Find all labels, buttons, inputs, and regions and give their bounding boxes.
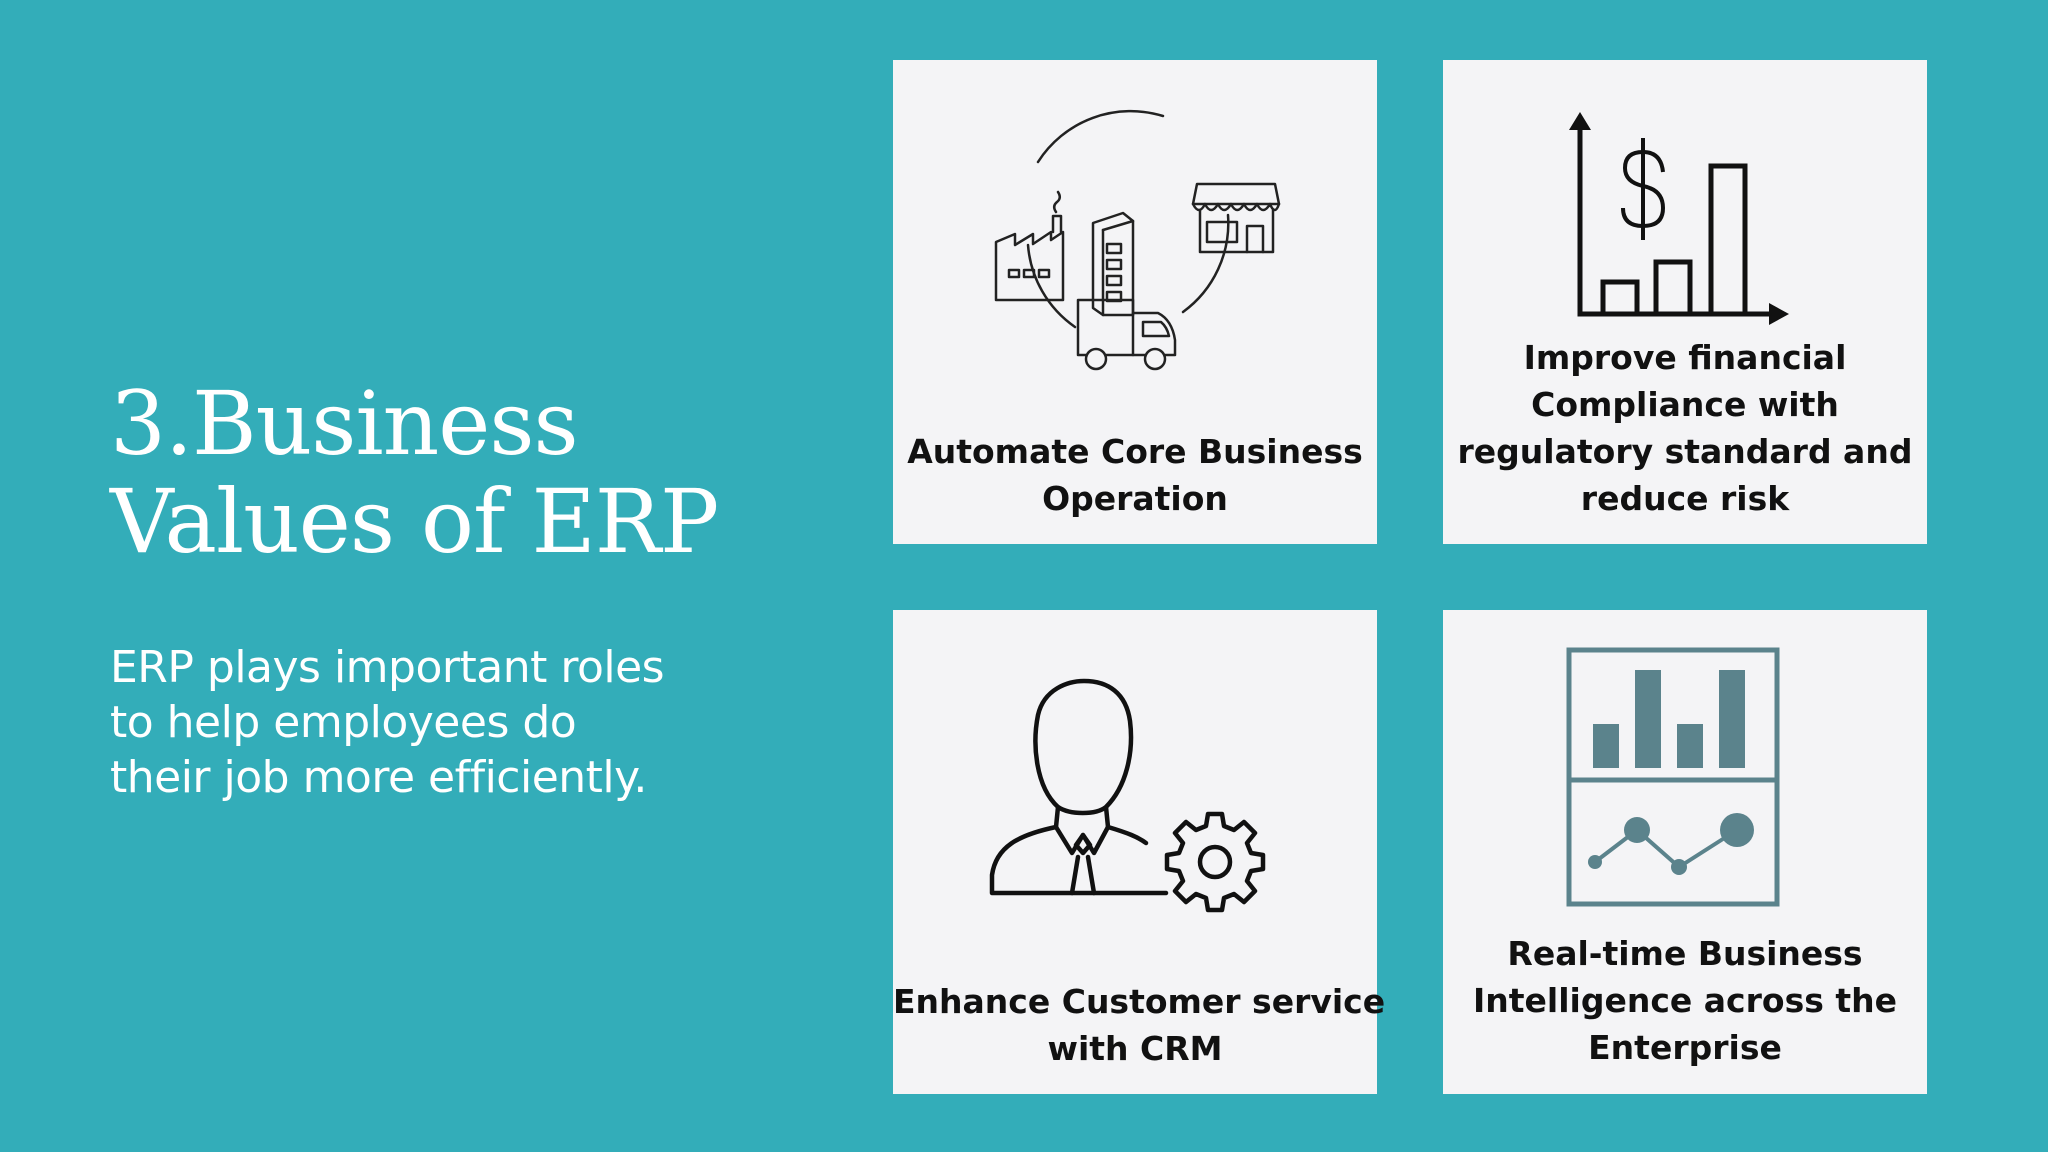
card-label: Improve financial Compliance with regula…: [1443, 334, 1927, 522]
card-label-line: Enterprise: [1588, 1028, 1782, 1067]
slide-subtitle-line-3: their job more efficiently.: [110, 752, 647, 803]
business-intelligence-dashboard-icon: [1566, 647, 1780, 907]
card-label-line: regulatory standard and: [1457, 432, 1913, 471]
card-label-line: Improve financial: [1523, 338, 1847, 377]
customer-service-person-gear-icon: [989, 678, 1266, 913]
card-label-line: Real-time Business: [1507, 934, 1863, 973]
slide-title: 3.Business Values of ERP: [110, 372, 719, 573]
card-label-line: Operation: [1042, 479, 1228, 518]
slide-subtitle-line-2: to help employees do: [110, 697, 577, 748]
card-label-line: with CRM: [1047, 1029, 1223, 1068]
financial-growth-chart-icon: [1569, 112, 1789, 325]
card-label: Real-time Business Intelligence across t…: [1443, 930, 1927, 1071]
slide-subtitle: ERP plays important roles to help employ…: [110, 640, 710, 805]
card-financial-compliance: Improve financial Compliance with regula…: [1443, 60, 1927, 544]
slide-subtitle-line-1: ERP plays important roles: [110, 642, 665, 693]
card-label-line: reduce risk: [1580, 479, 1790, 518]
slide-title-line-1: 3.Business: [110, 372, 579, 475]
card-label-line: Intelligence across the: [1473, 981, 1897, 1020]
card-label-line: Enhance Customer service: [893, 982, 1386, 1021]
card-label-line: Automate Core Business: [907, 432, 1363, 471]
card-customer-service: Enhance Customer service with CRM: [893, 610, 1386, 1094]
card-automate-operations: Automate Core Business Operation: [893, 60, 1377, 544]
slide-title-line-2: Values of ERP: [110, 470, 719, 573]
supply-chain-cycle-icon: [994, 109, 1281, 371]
card-label-line: Compliance with: [1531, 385, 1839, 424]
card-business-intelligence: Real-time Business Intelligence across t…: [1443, 610, 1927, 1094]
card-label: Enhance Customer service with CRM: [893, 978, 1386, 1072]
card-label: Automate Core Business Operation: [893, 428, 1377, 522]
